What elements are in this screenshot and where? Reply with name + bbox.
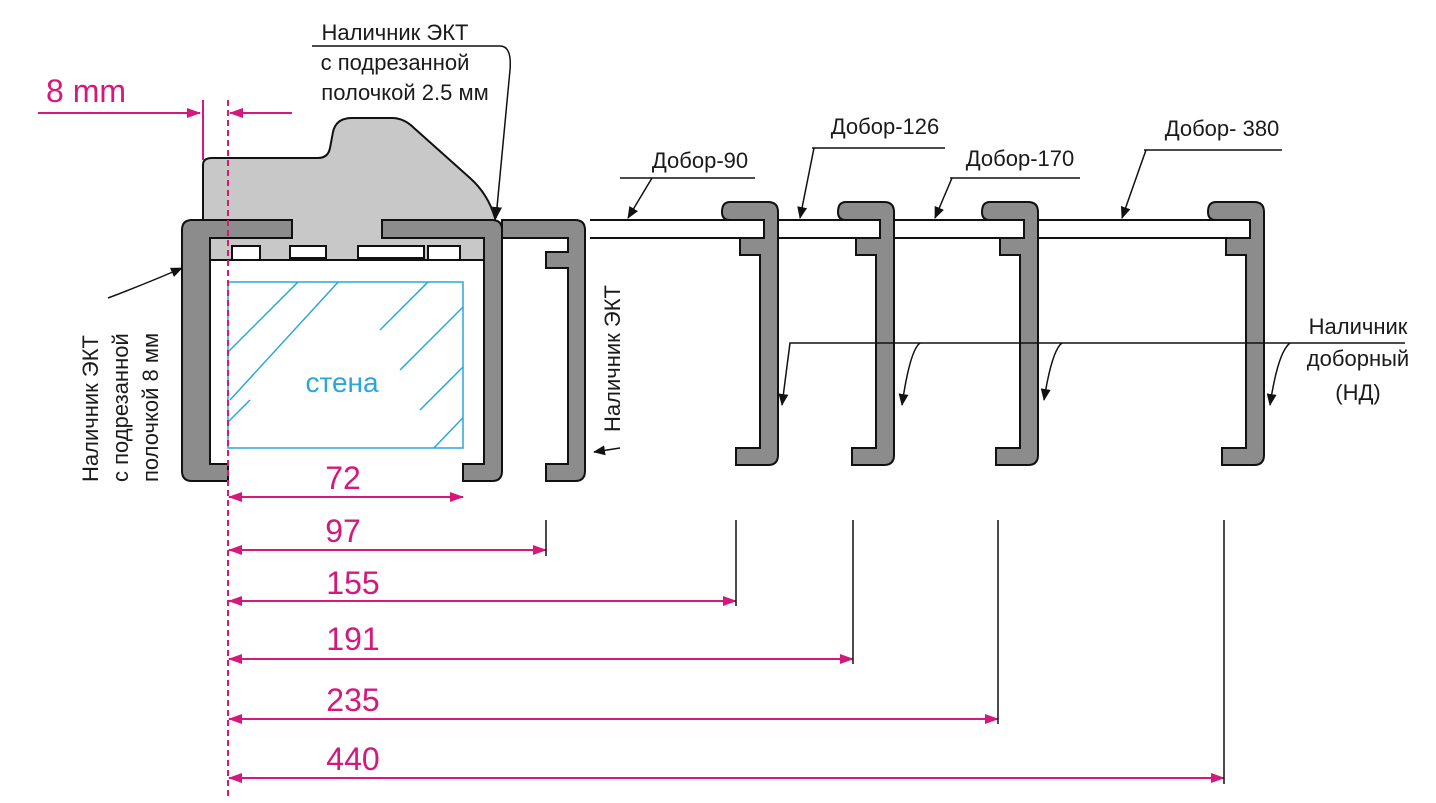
left-casing-label-line1: Наличник ЭКТ bbox=[78, 335, 103, 482]
separate-casing-ekt-profile bbox=[501, 219, 586, 482]
left-casing-label-line2: с подрезанной bbox=[108, 333, 133, 482]
nd-label-line1: Наличник bbox=[1309, 314, 1408, 339]
offset-label: 8 mm bbox=[46, 73, 126, 109]
top-casing-label: Наличник ЭКТ с подрезанной полочкой 2.5 … bbox=[321, 20, 489, 105]
extension-90-label: Добор-90 bbox=[652, 148, 748, 173]
dim-72: 72 bbox=[325, 460, 361, 496]
dim-235: 235 bbox=[326, 682, 379, 718]
top-casing-ekt-profile bbox=[381, 219, 503, 482]
nd-casing-profiles bbox=[720, 201, 1265, 466]
nd-label-line2: доборный bbox=[1307, 346, 1409, 371]
nd-label-line3: (НД) bbox=[1335, 380, 1380, 405]
dim-97: 97 bbox=[325, 513, 361, 549]
extension-380-label: Добор- 380 bbox=[1165, 116, 1280, 141]
left-casing-label: Наличник ЭКТ с подрезанной полочкой 8 мм bbox=[78, 333, 163, 482]
left-casing-label-line3: полочкой 8 мм bbox=[138, 333, 163, 482]
frame-groove-details bbox=[231, 245, 461, 261]
nd-casing-3 bbox=[980, 201, 1039, 466]
nd-casing-2 bbox=[836, 201, 895, 466]
extension-boards bbox=[590, 219, 1228, 239]
dim-155: 155 bbox=[326, 565, 379, 601]
top-casing-label-line1: Наличник ЭКТ bbox=[322, 20, 469, 45]
top-casing-label-line3: полочкой 2.5 мм bbox=[321, 80, 488, 105]
dimension-values: 72 97 155 191 235 440 bbox=[325, 460, 379, 777]
offset-dimension bbox=[38, 100, 292, 160]
dim-440: 440 bbox=[326, 741, 379, 777]
extension-126-label: Добор-126 bbox=[831, 114, 940, 139]
nd-casing-1 bbox=[720, 201, 779, 466]
nd-casing-label: Наличник доборный (НД) bbox=[1307, 314, 1409, 405]
wall-section: стена bbox=[227, 281, 464, 449]
dimension-lines bbox=[228, 492, 1225, 783]
separate-casing-label: Наличник ЭКТ bbox=[600, 285, 625, 432]
nd-casing-4 bbox=[1206, 201, 1265, 466]
extension-ticks bbox=[545, 520, 1225, 784]
leader-lines bbox=[107, 45, 1405, 456]
top-casing-label-line2: с подрезанной bbox=[321, 50, 470, 75]
extension-170-label: Добор-170 bbox=[966, 146, 1075, 171]
dim-191: 191 bbox=[326, 621, 379, 657]
wall-label: стена bbox=[305, 367, 379, 398]
left-casing-ekt-profile bbox=[181, 219, 293, 482]
